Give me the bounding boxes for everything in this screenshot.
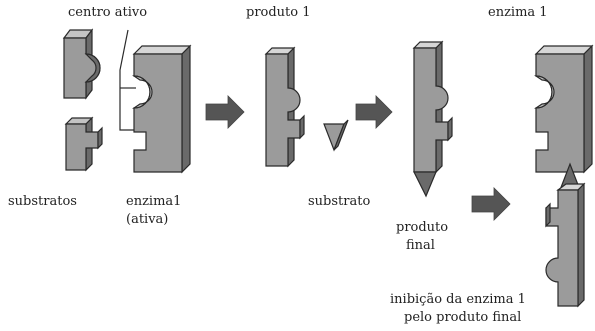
- enzyme1-active-piece: [132, 44, 192, 174]
- label-enzyme1-active-line2: (ativa): [126, 212, 169, 227]
- reaction-arrow-1: [205, 95, 245, 129]
- substrate-upper-piece: [62, 28, 101, 100]
- label-substrate: substrato: [308, 194, 371, 209]
- reaction-arrow-2: [355, 95, 393, 129]
- label-final-product-line1: produto: [396, 220, 449, 235]
- active-site-leader-line: [119, 29, 134, 131]
- inhibitor-final-product-piece: [545, 162, 586, 308]
- label-final-product-line2: final: [406, 238, 435, 253]
- final-product-piece: [412, 40, 453, 198]
- label-inhibition-line1: inibição da enzima 1: [390, 292, 526, 307]
- label-active-site: centro ativo: [68, 5, 148, 20]
- label-inhibition-line2: pelo produto final: [404, 310, 522, 325]
- substrate-lower-piece: [64, 116, 103, 172]
- label-product-1: produto 1: [246, 5, 311, 20]
- label-substrates: substratos: [8, 194, 77, 209]
- reaction-arrow-3: [471, 187, 511, 221]
- label-enzyme1-active-line1: enzima1: [126, 194, 182, 209]
- substrate-triangle-piece: [323, 119, 349, 152]
- label-enzyme-1-top: enzima 1: [488, 5, 548, 20]
- product1-piece: [264, 46, 305, 168]
- enzyme1-piece: [534, 44, 594, 174]
